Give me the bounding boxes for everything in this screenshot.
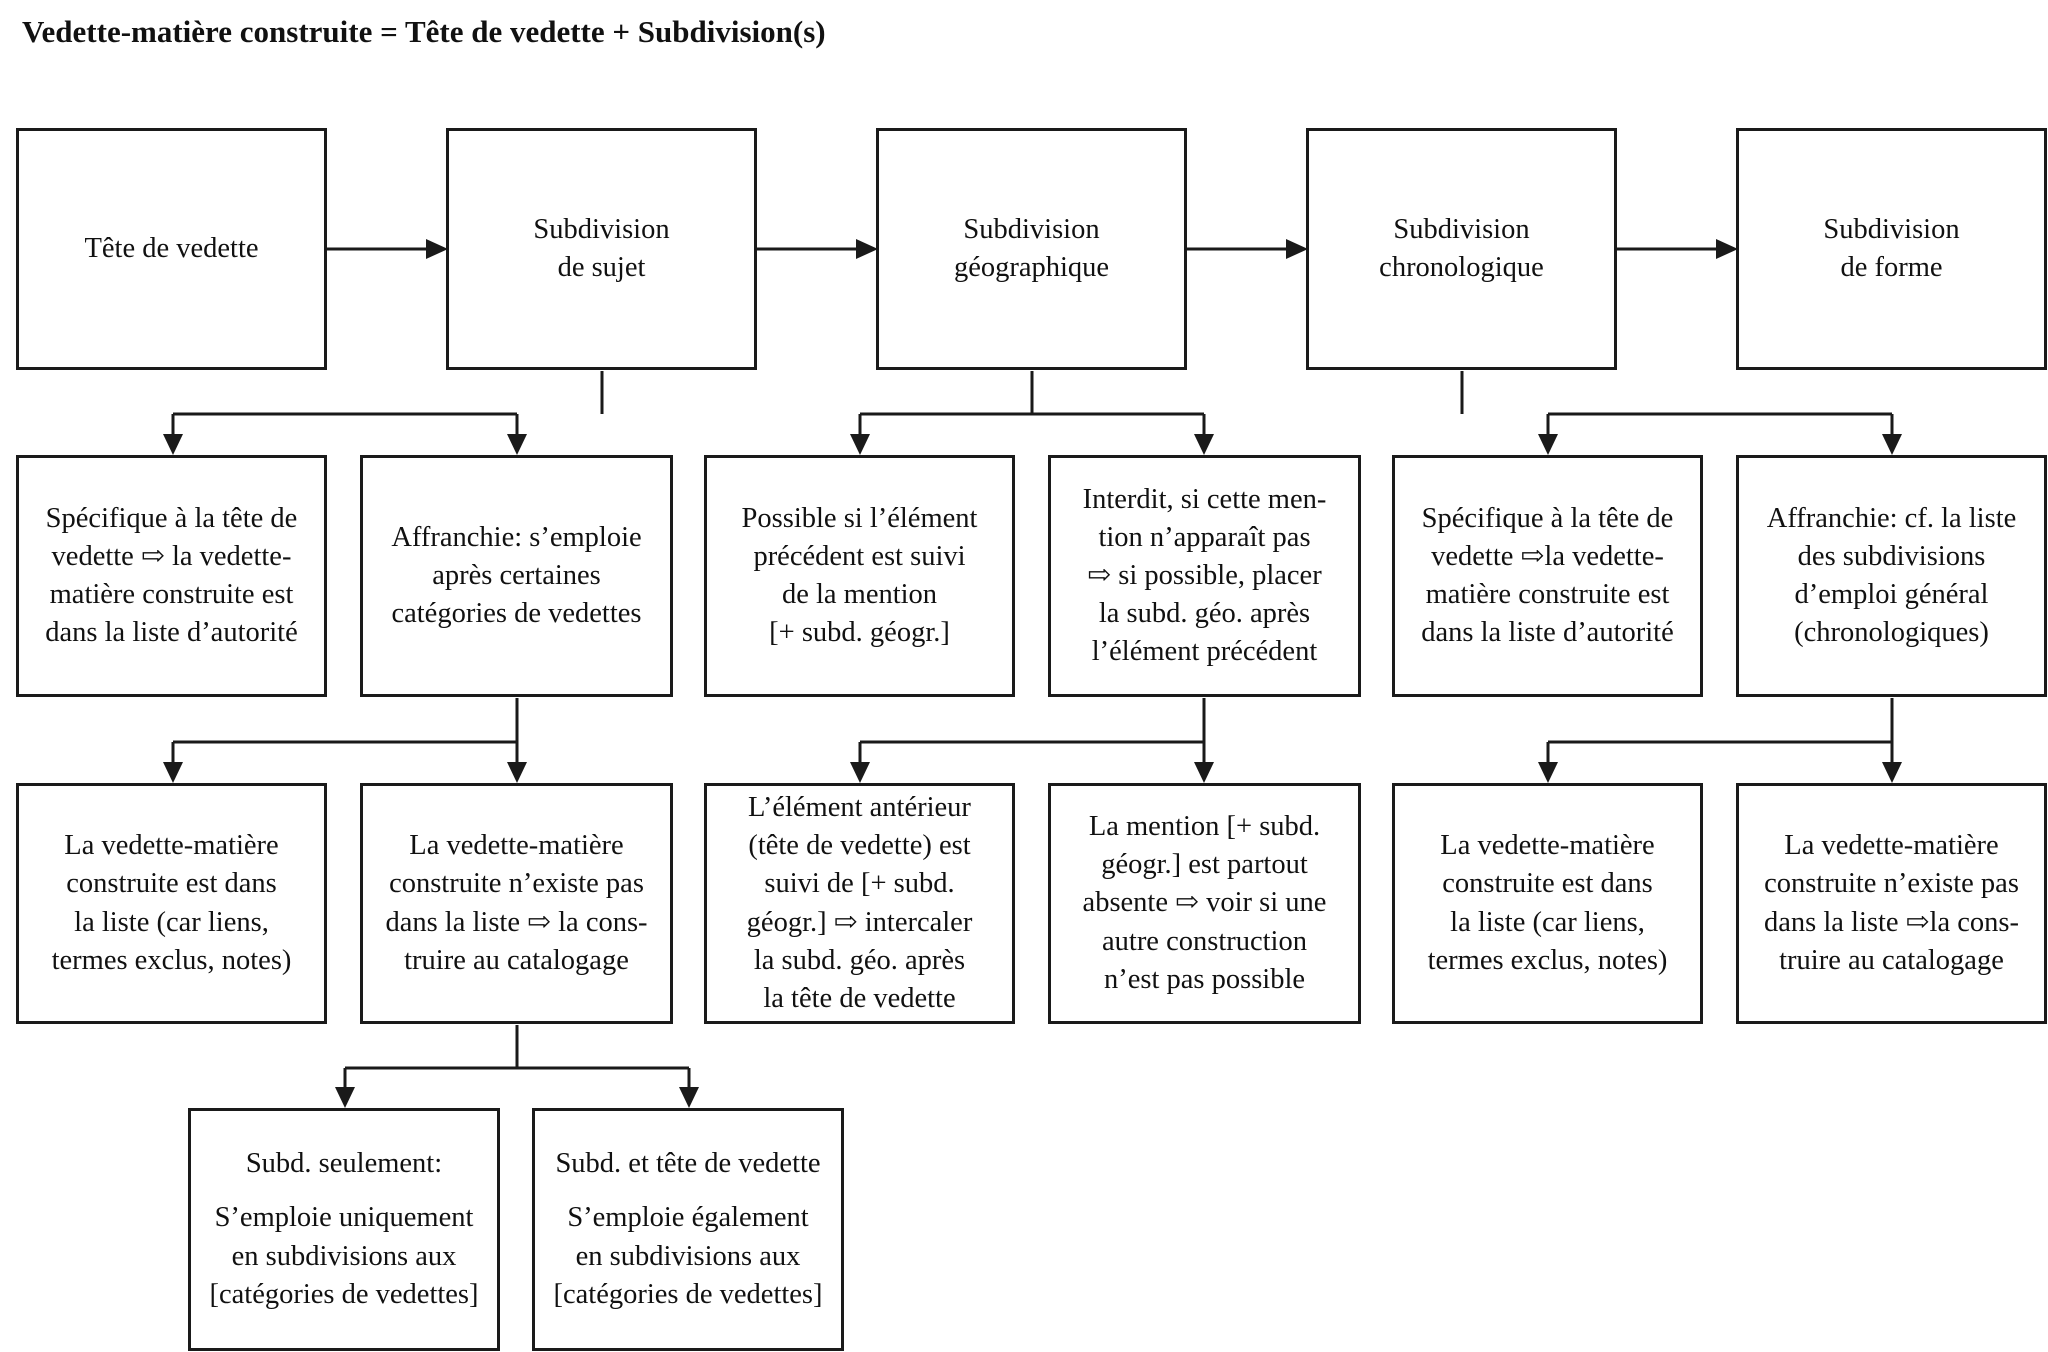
node-sujet-affranchie: Affranchie: s’emploie après certaines caté… xyxy=(360,455,673,697)
node-subdivision-de-forme: Subdivision de forme xyxy=(1736,128,2047,370)
node-text-line: catégories de vedettes xyxy=(391,598,642,630)
node-text-line: S’emploie uniquement xyxy=(214,1202,474,1234)
node-chrono-existe-pas: La vedette-matière construite n’existe pa… xyxy=(1736,783,2047,1024)
node-geo-element-anterieur: L’élément antérieur (tête de vedette) est… xyxy=(704,783,1015,1024)
node-text-line: La mention [+ subd. xyxy=(1088,811,1321,843)
node-text-line: d’emploi général xyxy=(1794,579,1989,610)
node-text-line: (chronologiques) xyxy=(1794,617,1989,649)
node-text-line: la tête de vedette xyxy=(763,982,956,1014)
node-text-line: construite n’existe pas xyxy=(389,868,644,900)
node-subdivision-chronologique: Subdivision chronologique xyxy=(1306,128,1617,370)
node-subdivision-geographique: Subdivision géographique xyxy=(876,128,1187,370)
node-text-line: matière construite est xyxy=(1425,579,1670,610)
node-text-line: de la mention xyxy=(781,579,938,610)
node-text-line: Subdivision xyxy=(963,213,1100,245)
node-text-line: (tête de vedette) est xyxy=(748,830,971,862)
node-text-line: vedette ⇨ la vedette- xyxy=(51,540,292,572)
node-text-line: L’élément antérieur xyxy=(748,791,971,823)
node-text-line: Possible si l’élément xyxy=(741,502,978,534)
node-text-line: la liste (car liens, xyxy=(74,906,269,938)
node-sujet-specifique: Spécifique à la tête de vedette ⇨ la vede… xyxy=(16,455,327,697)
node-text-line: l’élément précédent xyxy=(1091,636,1318,668)
node-text-line: autre construction xyxy=(1102,925,1307,957)
node-text-line: la subd. géo. après xyxy=(753,944,966,976)
node-text-line: Tête de vedette xyxy=(84,232,259,264)
node-chrono-specifique: Spécifique à la tête de vedette ⇨la vedet… xyxy=(1392,455,1703,697)
node-text-line: construite est dans xyxy=(66,868,277,900)
node-text-line: en subdivisions aux xyxy=(575,1240,801,1272)
node-text-line: tion n’apparaît pas xyxy=(1098,521,1311,553)
node-text-line: termes exclus, notes) xyxy=(51,944,292,976)
node-text-line: n’est pas possible xyxy=(1103,963,1306,995)
node-text-line: La vedette-matière xyxy=(409,830,624,862)
node-text-line: géogr.] est partout xyxy=(1101,849,1308,881)
node-sujet-existe-pas: La vedette-matière construite n’existe pa… xyxy=(360,783,673,1024)
node-text-line: ⇨ si possible, placer xyxy=(1087,559,1322,591)
node-geo-possible: Possible si l’élément précédent est suivi… xyxy=(704,455,1015,697)
node-tete-de-vedette: Tête de vedette xyxy=(16,128,327,370)
node-text-line: des subdivisions xyxy=(1797,540,1986,572)
node-text-line: truire au catalogage xyxy=(404,944,629,976)
node-text-line: [catégories de vedettes] xyxy=(553,1278,823,1310)
node-text-line: termes exclus, notes) xyxy=(1427,944,1668,976)
node-text-line: Subdivision xyxy=(1823,213,1960,245)
node-text-line: géographique xyxy=(953,252,1110,283)
node-text-line: chronologique xyxy=(1379,252,1544,283)
node-text-line: vedette ⇨la vedette- xyxy=(1431,540,1664,572)
node-text-line: Subdivision xyxy=(533,213,670,245)
node-text-line: précédent est suivi xyxy=(753,540,966,572)
node-text-line: absente ⇨ voir si une xyxy=(1082,887,1327,919)
node-text-line: dans la liste d’autorité xyxy=(45,617,298,649)
node-text-line: dans la liste d’autorité xyxy=(1421,617,1674,649)
node-text-line: Affranchie: cf. la liste xyxy=(1766,502,2017,534)
node-text-line: Subdivision xyxy=(1393,213,1530,245)
node-text-line: géogr.] ⇨ intercaler xyxy=(746,906,973,938)
node-text-line: la subd. géo. après xyxy=(1098,598,1311,630)
node-text-line: [+ subd. géogr.] xyxy=(769,617,950,649)
node-text-line: La vedette-matière xyxy=(1784,830,1999,862)
node-text-line: Subd. seulement: xyxy=(245,1148,443,1180)
node-text-line: suivi de [+ subd. xyxy=(764,868,955,900)
node-text-line: [catégories de vedettes] xyxy=(209,1278,479,1310)
node-text-line: S’emploie également xyxy=(567,1202,809,1234)
node-text-line: Spécifique à la tête de xyxy=(1421,502,1674,534)
node-text-line: dans la liste ⇨la cons- xyxy=(1764,906,2019,938)
node-sujet-dans-liste: La vedette-matière construite est dans la … xyxy=(16,783,327,1024)
node-text-line: La vedette-matière xyxy=(1440,830,1655,862)
node-text-line: construite n’existe pas xyxy=(1764,868,2019,900)
node-chrono-dans-liste: La vedette-matière construite est dans la … xyxy=(1392,783,1703,1024)
node-text-line: Affranchie: s’emploie xyxy=(391,521,642,553)
node-text-line: truire au catalogage xyxy=(1779,944,2004,976)
node-text-line: après certaines xyxy=(432,559,601,591)
node-text-line: la liste (car liens, xyxy=(1450,906,1645,938)
node-text-line: en subdivisions aux xyxy=(231,1240,457,1272)
node-subdivision-de-sujet: Subdivision de sujet xyxy=(446,128,757,370)
node-subd-seulement: Subd. seulement: S’emploie uniquement en s… xyxy=(188,1108,500,1351)
node-chrono-affranchie: Affranchie: cf. la liste des subdivisions… xyxy=(1736,455,2047,697)
node-text-line: La vedette-matière xyxy=(64,830,279,862)
node-text-line: dans la liste ⇨ la cons- xyxy=(385,906,648,938)
node-text-line: de forme xyxy=(1840,252,1943,283)
diagram-title: Vedette-matière construite = Tête de ved… xyxy=(22,14,826,49)
node-text-line: Subd. et tête de vedette xyxy=(555,1148,821,1180)
node-text-line: matière construite est xyxy=(49,579,294,610)
node-geo-mention-absente: La mention [+ subd. géogr.] est partout ab… xyxy=(1048,783,1361,1024)
node-text-line: Spécifique à la tête de xyxy=(45,502,298,534)
node-text-line: Interdit, si cette men- xyxy=(1082,483,1327,515)
node-text-line: de sujet xyxy=(557,252,646,283)
node-text-line: construite est dans xyxy=(1442,868,1653,900)
node-geo-interdit: Interdit, si cette men-tion n’apparaît p… xyxy=(1048,455,1361,697)
